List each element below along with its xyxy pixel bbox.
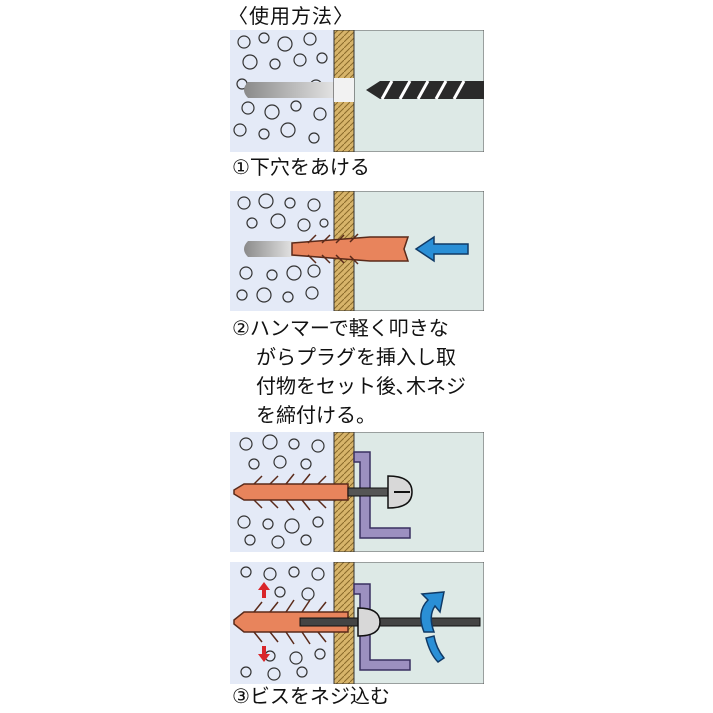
step1-caption: ①下穴をあける: [232, 153, 370, 182]
pilot-hole: [244, 82, 348, 98]
step1-text: ①下穴をあける: [232, 155, 370, 179]
wall-plug: [291, 233, 410, 265]
insert-arrow-icon: [414, 235, 469, 263]
drill-bit-icon: [366, 80, 484, 100]
page-title: 〈使用方法〉: [228, 4, 354, 28]
step2-line-4: を締付ける。: [256, 403, 376, 427]
step2-line-3: 付物をセット後､木ネジ: [256, 374, 466, 398]
step2-caption: ②ハンマーで軽く叩きな がらプラグを挿入し取 付物をセット後､木ネジ を締付ける…: [232, 314, 466, 430]
step4-caption: ③ビスをネジ込む: [232, 682, 390, 711]
step2-line-2: がらプラグを挿入し取: [256, 345, 456, 369]
step2-illustration: [230, 191, 484, 311]
step4-text: ③ビスをネジ込む: [232, 684, 390, 708]
expansion-arrow-icon: [258, 582, 270, 662]
wall-plug: [233, 473, 349, 511]
bracket: [353, 451, 411, 539]
step4-illustration: [230, 562, 484, 684]
screw-icon: [347, 475, 413, 509]
step3-illustration: [230, 432, 484, 552]
step2-line-1: ②ハンマーで軽く叩きな: [232, 316, 449, 340]
step1-illustration: [230, 30, 484, 152]
wall-plug: [233, 599, 349, 645]
rotate-arrow-icon: [420, 591, 446, 663]
screw-icon: [299, 607, 481, 637]
